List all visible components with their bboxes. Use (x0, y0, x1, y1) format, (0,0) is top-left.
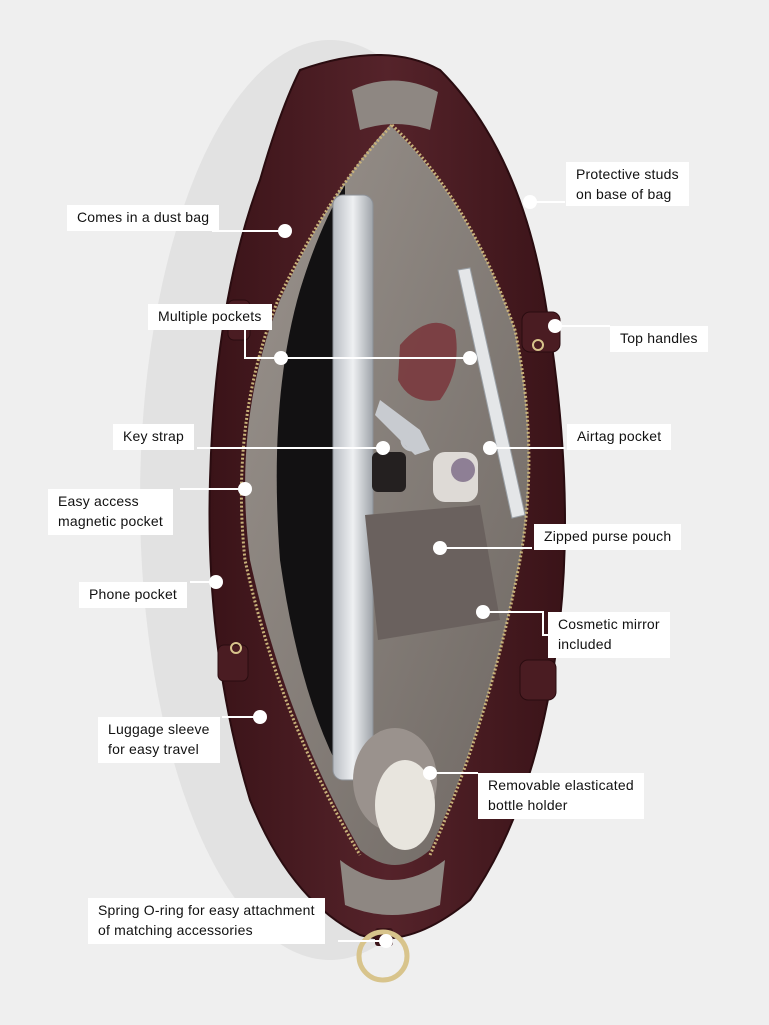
label-o-ring: Spring O-ring for easy attachment of mat… (88, 898, 325, 944)
left-handle-bottom (217, 644, 249, 682)
key-ring (400, 428, 424, 452)
right-handle-bottom (519, 659, 557, 701)
label-line: included (558, 636, 612, 652)
laptop (332, 194, 374, 781)
label-airtag-pocket: Airtag pocket (567, 424, 672, 450)
top-gusset (352, 80, 438, 130)
hair-claw (398, 322, 457, 401)
label-zipped-purse: Zipped purse pouch (534, 524, 682, 550)
label-phone-pocket: Phone pocket (79, 582, 188, 608)
handle-ring (532, 339, 544, 351)
connector-lines (180, 201, 610, 942)
label-line: Multiple pockets (158, 308, 262, 324)
key-fob (372, 452, 406, 492)
laptop-compartment (276, 185, 345, 780)
zipper-left (239, 123, 394, 856)
label-luggage-sleeve: Luggage sleeve for easy travel (98, 717, 220, 763)
handle-ring (230, 642, 242, 654)
label-line: Phone pocket (89, 586, 178, 602)
label-line: Spring O-ring for easy attachment (98, 902, 315, 918)
label-cosmetic-mirror: Cosmetic mirror included (548, 612, 670, 658)
label-line: of matching accessories (98, 922, 253, 938)
label-line: Protective studs (576, 166, 679, 182)
label-line: bottle holder (488, 797, 568, 813)
label-line: magnetic pocket (58, 513, 163, 529)
o-ring (356, 929, 410, 983)
purse-pouch (365, 505, 500, 640)
label-line: Luggage sleeve (108, 721, 210, 737)
label-line: on base of bag (576, 186, 672, 202)
label-line: Key strap (123, 428, 184, 444)
label-magnetic-pocket: Easy access magnetic pocket (48, 489, 173, 535)
bottom-gusset (340, 860, 445, 915)
label-multiple-pockets: Multiple pockets (148, 304, 272, 330)
bottle-cap (451, 458, 475, 482)
label-key-strap: Key strap (113, 424, 194, 450)
label-line: Zipped purse pouch (544, 528, 672, 544)
label-line: Cosmetic mirror (558, 616, 660, 632)
keys (375, 400, 430, 455)
label-bottle-holder: Removable elasticated bottle holder (478, 773, 644, 819)
label-line: Comes in a dust bag (77, 209, 210, 225)
label-line: Airtag pocket (577, 428, 662, 444)
label-top-handles: Top handles (610, 326, 708, 352)
annotation-dots (209, 195, 562, 948)
label-line: Removable elasticated (488, 777, 634, 793)
label-line: for easy travel (108, 741, 199, 757)
bottle (375, 760, 435, 850)
tablet (457, 267, 526, 519)
label-line: Top handles (620, 330, 698, 346)
label-protective-studs: Protective studs on base of bag (566, 162, 689, 206)
label-line: Easy access (58, 493, 139, 509)
label-dust-bag: Comes in a dust bag (67, 205, 220, 231)
